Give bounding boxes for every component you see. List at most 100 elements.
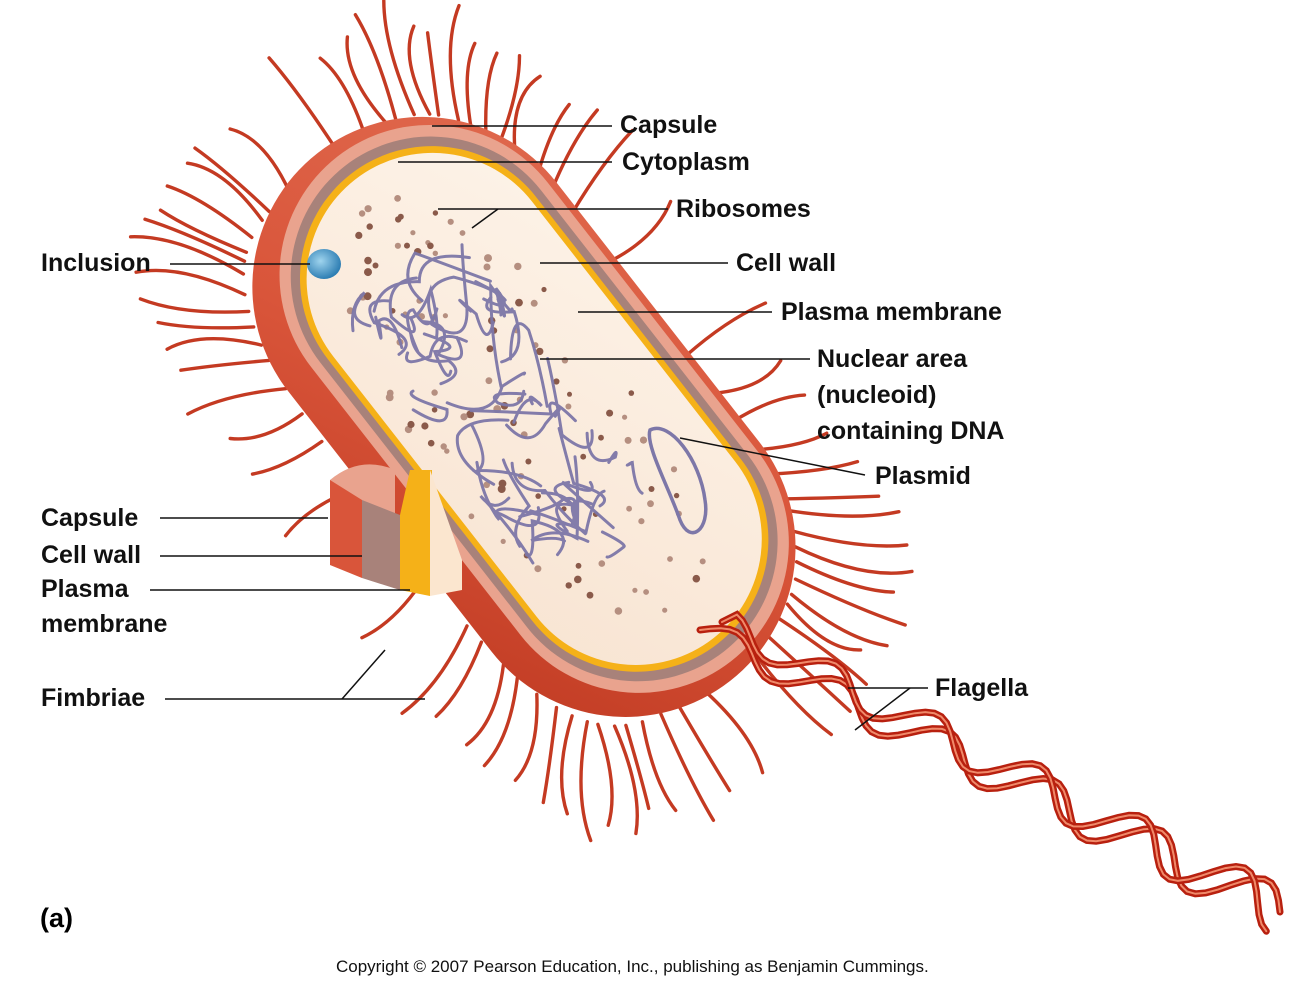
ribosome: [553, 378, 560, 385]
ribosome: [460, 413, 468, 421]
dna-strand: [553, 480, 578, 533]
fimbria: [732, 393, 807, 423]
label-capsule-left: Capsule: [41, 504, 139, 532]
fimbria: [778, 494, 881, 501]
label-nuclear-area: Nuclear area: [817, 345, 968, 373]
fimbria: [250, 439, 324, 476]
ribosome: [624, 436, 632, 444]
leader-flagella-2: [854, 687, 911, 731]
flagella-group: [696, 610, 1284, 935]
ribosome: [421, 422, 429, 430]
fimbria: [156, 320, 256, 330]
ribosome: [394, 242, 401, 249]
ribosome: [648, 486, 655, 492]
ribosome: [440, 443, 447, 450]
fimbria: [794, 560, 896, 594]
ribosome: [606, 409, 614, 417]
ribosome: [372, 262, 379, 269]
ribosome: [364, 205, 372, 213]
label-containing-dna: containing DNA: [817, 417, 1005, 445]
leader-lines: [150, 125, 928, 731]
ribosome: [498, 479, 507, 488]
fimbria: [353, 13, 398, 121]
dna-strand: [405, 334, 468, 364]
fimbria: [752, 431, 829, 452]
fimbria: [434, 640, 484, 718]
cell-body: [252, 116, 796, 717]
fimbria: [345, 35, 388, 125]
ribosome: [432, 250, 438, 256]
dna-strand: [406, 251, 492, 303]
dna-strand: [530, 531, 590, 543]
label-plasma-left: Plasma: [41, 575, 129, 603]
fimbria: [138, 297, 251, 314]
fimbria: [579, 720, 593, 843]
ribosome: [444, 448, 450, 454]
dna-strand: [485, 295, 521, 364]
fimbria: [766, 459, 860, 476]
dna-strand: [372, 254, 471, 313]
fimbria: [382, 0, 416, 117]
dna-strand: [600, 530, 626, 559]
ribosome: [404, 242, 410, 249]
ribosome: [575, 562, 582, 569]
dna-strand: [585, 431, 618, 464]
ribosome: [466, 410, 475, 419]
ribosome: [366, 223, 373, 230]
ribosome: [432, 210, 439, 216]
fimbria: [186, 387, 288, 416]
fimbria: [407, 24, 432, 116]
dna-strand: [350, 291, 372, 333]
fimbria: [512, 74, 542, 158]
ribosome: [598, 560, 606, 567]
fimbria: [318, 56, 367, 137]
ribosome: [632, 587, 638, 593]
ribosome: [647, 500, 654, 508]
leader-fimbriae-2: [341, 649, 386, 700]
fimbria: [609, 199, 673, 263]
dna-strand: [482, 287, 506, 317]
fimbria: [789, 592, 889, 648]
flagellum-highlight: [721, 613, 1268, 933]
ribosome: [622, 414, 628, 420]
ribosome: [667, 556, 673, 562]
ribosome: [500, 538, 506, 545]
dna-strand: [475, 460, 540, 521]
fimbria: [612, 724, 639, 836]
dna-strand: [512, 395, 543, 424]
fimbria: [559, 714, 574, 816]
fimbria: [425, 31, 441, 117]
dna-strand: [557, 427, 607, 508]
ribosome: [410, 230, 416, 236]
dna-strand: [422, 332, 453, 377]
fimbria: [165, 184, 254, 240]
label-cell-wall-right: Cell wall: [736, 249, 837, 277]
ribosome: [565, 582, 572, 589]
fimbria: [482, 676, 519, 768]
label-ribosomes: Ribosomes: [676, 195, 811, 223]
dna-strand: [509, 322, 549, 408]
label-plasma-membrane-right: Plasma membrane: [781, 298, 1002, 326]
ribosome: [525, 458, 532, 465]
inclusion-granule: [307, 249, 341, 279]
fimbria: [785, 602, 863, 652]
dna-strand: [458, 298, 495, 336]
cutaway-section: [330, 464, 462, 596]
ribosome: [358, 210, 366, 217]
plasmid-loop: [647, 426, 708, 535]
ribosome: [486, 345, 494, 353]
fimbria: [128, 235, 246, 276]
fimbria: [793, 577, 907, 627]
fimbria: [570, 128, 634, 215]
ribosome: [431, 407, 438, 413]
dna-strand: [524, 518, 566, 558]
fimbria: [790, 529, 909, 548]
fimbria: [513, 692, 539, 782]
fimbria: [624, 723, 651, 811]
dna-strand: [479, 494, 535, 565]
ribosome: [662, 607, 668, 613]
label-membrane-left: membrane: [41, 610, 168, 638]
ribosome: [427, 242, 434, 250]
fimbria: [497, 54, 522, 145]
